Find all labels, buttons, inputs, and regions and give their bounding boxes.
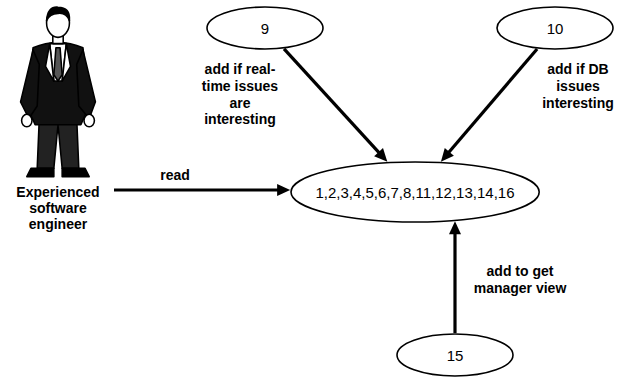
arrow-line	[114, 188, 280, 191]
arrow-head	[374, 148, 387, 162]
chapter-list: 1,2,3,4,5,6,7,8,11,12,13,14,16	[315, 184, 514, 201]
arrow-head	[441, 148, 454, 162]
arrow-line	[453, 231, 456, 333]
edge-label: add if DB issues interesting	[530, 60, 626, 112]
edge-label: read	[143, 166, 207, 185]
chapter-ellipse: 15	[396, 333, 514, 377]
engineer-node: Experienced software engineer	[2, 2, 114, 232]
edge-label: add to get manager view	[463, 262, 577, 298]
ellipse-shape	[497, 7, 613, 49]
arrow-line	[284, 49, 381, 155]
chapter-ellipse: 9	[206, 6, 324, 50]
arrow-head	[277, 184, 290, 196]
chapter-ellipse: 10	[496, 6, 614, 50]
engineer-figure	[6, 2, 110, 184]
ellipse-shape	[397, 334, 513, 376]
ellipse-shape	[207, 7, 323, 49]
chapter-list: 10	[547, 20, 564, 37]
chapter-ellipse: 1,2,3,4,5,6,7,8,11,12,13,14,16	[290, 161, 540, 223]
chapter-list: 9	[261, 20, 269, 37]
arrow-head	[449, 221, 461, 234]
edge-label: add if real-time issues are interesting	[192, 60, 288, 129]
ellipse-shape	[291, 162, 539, 222]
chapter-list: 15	[447, 347, 464, 364]
figure-caption: Experienced software engineer	[4, 184, 112, 232]
arrow-line	[447, 49, 537, 154]
